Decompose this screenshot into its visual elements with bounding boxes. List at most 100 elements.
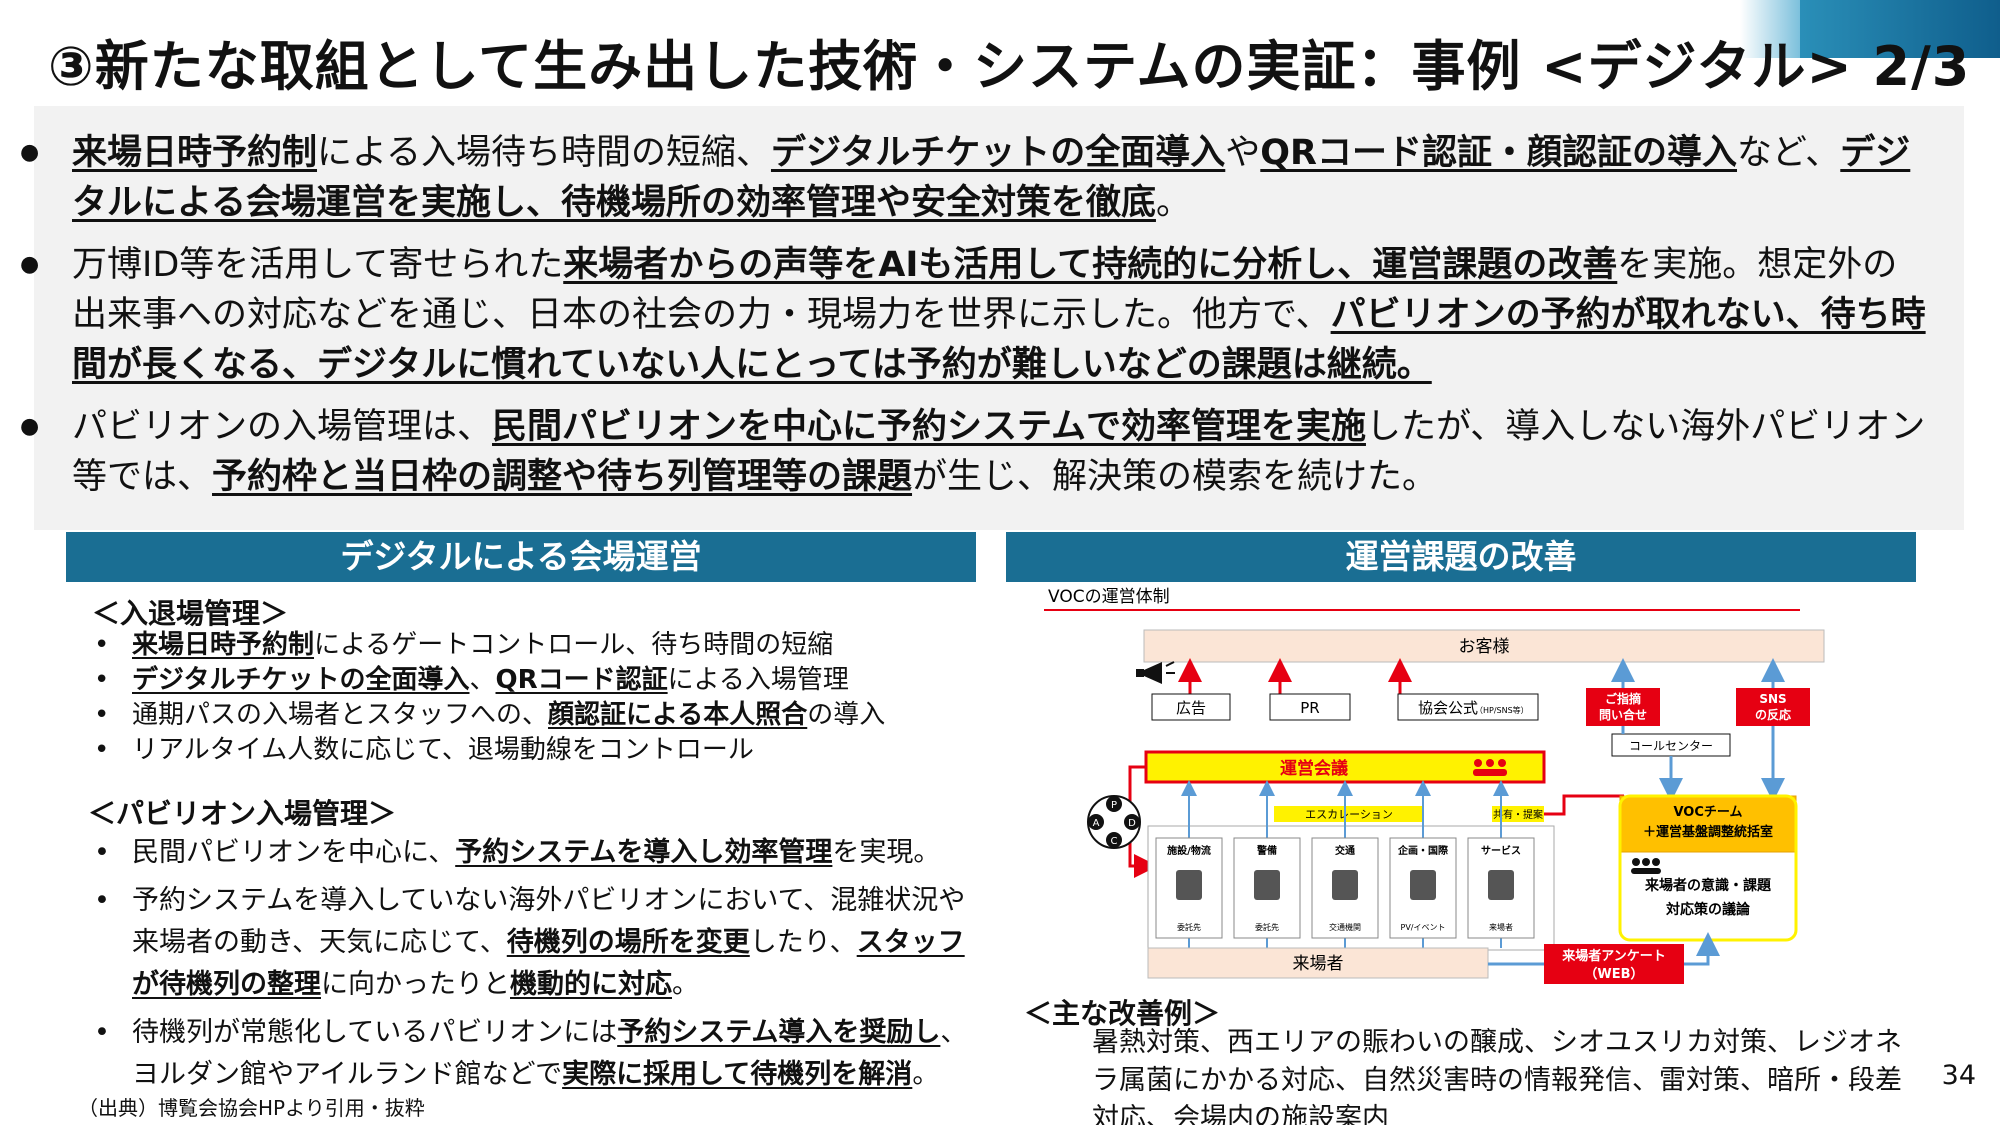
- improvement-examples-text: 暑熱対策、西エリアの賑わいの醸成、シオユスリカ対策、レジオネラ属菌にかかる対応、…: [1092, 1027, 1902, 1125]
- feedback-box: [1586, 688, 1660, 726]
- department-name: 企画・国際: [1397, 844, 1448, 857]
- svg-text:共有・提案: 共有・提案: [1493, 808, 1543, 821]
- body-text: 万博ID等を活用して寄せられた: [72, 245, 564, 285]
- list-item: 予約システムを導入していない海外パビリオンにおいて、混雑状況や来場者の動き、天気…: [80, 880, 980, 1006]
- voc-diagram: VOCの運営体制 お客様 広告 PR 協会公式 （HP/SNS等） ご指摘 問い…: [1044, 587, 1825, 984]
- ad-box: [1151, 693, 1231, 721]
- voc-task-label-2: 対応策の議論: [1665, 901, 1751, 918]
- department-icon: [1488, 870, 1514, 900]
- voc-team-box: [1619, 795, 1797, 853]
- emphasis-text: 予約枠と当日枠の調整や待ち列管理等の課題: [212, 457, 913, 497]
- svg-text:コールセンター: コールセンター: [1629, 739, 1713, 753]
- emphasis-text: 実際に採用して待機列を解消: [562, 1059, 913, 1090]
- department-icon: [1410, 870, 1436, 900]
- body-text: 。: [1155, 183, 1191, 223]
- page-number: 34: [1941, 1060, 1976, 1091]
- svg-text:広告: 広告: [1176, 699, 1206, 717]
- department-icon: [1332, 870, 1358, 900]
- list-item: 来場日時予約制によるゲートコントロール、待ち時間の短縮: [80, 628, 960, 663]
- emphasis-text: デジタルチケットの全面導入: [770, 133, 1226, 173]
- sns-box: [1736, 688, 1810, 726]
- voc-diagram-title: VOCの運営体制: [1048, 587, 1170, 607]
- voc-people-icon: [1631, 858, 1661, 874]
- emphasis-text: 機動的に対応: [510, 969, 672, 1000]
- emphasis-text: デジタルによる会場運営を実施し、待機場所の効率管理や安全対策を徹底: [72, 133, 1911, 223]
- pdca-cycle: P D C A: [1087, 795, 1141, 849]
- body-text: 。: [672, 969, 699, 1000]
- department-icon: [1254, 870, 1280, 900]
- body-text: による入場待ち時間の短縮、: [317, 133, 771, 173]
- department-name: 交通: [1335, 844, 1355, 857]
- feedback-label-1: ご指摘: [1605, 691, 1641, 706]
- department-icon: [1176, 870, 1202, 900]
- emphasis-text: デジタルチケットの全面導入: [132, 665, 470, 695]
- department-sub: PV/イベント: [1401, 923, 1446, 932]
- pdca-c: C: [1111, 836, 1118, 847]
- body-text: 待機列が常態化しているパビリオンには: [132, 1017, 618, 1048]
- list-item: リアルタイム人数に応じて、退場動線をコントロール: [80, 733, 960, 768]
- list-item: 待機列が常態化しているパビリオンには予約システム導入を奨励し、ヨルダン館やアイル…: [80, 1012, 980, 1096]
- section-header-digital-operation: デジタルによる会場運営: [66, 532, 976, 582]
- department-sub: 委託先: [1177, 922, 1201, 932]
- survey-label-2: （WEB）: [1584, 966, 1643, 982]
- svg-text:来場者: 来場者: [1293, 954, 1344, 974]
- department-name: サービス: [1481, 844, 1521, 857]
- emphasis-text: 予約システムを導入し効率管理: [455, 837, 833, 868]
- source-note: （出典）博覧会協会HPより引用・抜粋: [78, 1096, 425, 1120]
- department-name: 施設/物流: [1167, 844, 1211, 857]
- official-box: [1397, 693, 1539, 721]
- voc-team-label-1: VOCチーム: [1673, 805, 1742, 820]
- body-text: 民間パビリオンを中心に、: [132, 837, 456, 868]
- body-text: 、ヨルダン館やアイルランド館などで: [132, 1017, 968, 1090]
- summary-bullet-1: 来場日時予約制による入場待ち時間の短縮、デジタルチケットの全面導入やQRコード認…: [20, 128, 1932, 228]
- voc-team-label-2: ＋運営基盤調整統括室: [1643, 824, 1773, 840]
- entry-management-heading: ＜入退場管理＞: [92, 597, 289, 630]
- body-text: の導入: [807, 700, 886, 730]
- emphasis-text: パビリオンの予約が取れない、待ち時間が長くなる、デジタルに慣れていない人にとって…: [72, 295, 1926, 385]
- voc-task-label-1: 来場者の意識・課題: [1644, 877, 1772, 894]
- pdca-a: A: [1093, 818, 1100, 829]
- body-text: パビリオンの入場管理は、: [72, 407, 493, 447]
- body-text: を実現。: [832, 837, 941, 868]
- emphasis-text: 待機列の場所を変更: [506, 927, 750, 958]
- people-icon: [1473, 759, 1507, 776]
- body-text: を実施。想定外の出来事への対応などを通じ、日本の社会の力・現場力を世界に示した。…: [72, 245, 1898, 335]
- body-text: 予約システムを導入していない海外パビリオンにおいて、混雑状況や来場者の動き、天気…: [132, 885, 966, 958]
- body-text: したり、: [749, 927, 857, 958]
- emphasis-text: 来場日時予約制: [72, 133, 318, 173]
- body-text: 。: [912, 1059, 940, 1090]
- emphasis-text: 予約システム導入を奨励し: [617, 1017, 941, 1048]
- summary-bullet-3: パビリオンの入場管理は、民間パビリオンを中心に予約システムで効率管理を実施したが…: [20, 402, 1932, 502]
- emphasis-text: QRコード認証・顔認証の導入: [1260, 133, 1738, 173]
- department-sub: 交通機関: [1329, 922, 1361, 932]
- list-item: デジタルチケットの全面導入、QRコード認証による入場管理: [80, 663, 960, 698]
- emphasis-text: スタッフが待機列の整理: [132, 927, 965, 1000]
- escalation-label-bg: [1274, 806, 1424, 822]
- department-sub: 来場者: [1489, 922, 1513, 932]
- entry-management-list: 来場日時予約制によるゲートコントロール、待ち時間の短縮デジタルチケットの全面導入…: [80, 628, 960, 768]
- body-text: に向かったりと: [321, 969, 510, 1000]
- pr-box: [1269, 693, 1351, 721]
- megaphone-icon: [1136, 661, 1175, 684]
- body-text: リアルタイム人数に応じて、退場動線をコントロール: [132, 735, 754, 765]
- share-label-bg: [1492, 806, 1544, 822]
- sns-label-2: の反応: [1755, 707, 1791, 722]
- emphasis-text: 民間パビリオンを中心に予約システムで効率管理を実施: [492, 407, 1366, 447]
- survey-box: [1544, 944, 1684, 984]
- svg-text:（HP/SNS等）: （HP/SNS等）: [1475, 705, 1529, 715]
- body-text: や: [1225, 133, 1261, 173]
- emphasis-text: 顔認証による本人照合: [548, 700, 808, 730]
- pavilion-management-list: 民間パビリオンを中心に、予約システムを導入し効率管理を実現。予約システムを導入し…: [80, 832, 980, 1102]
- survey-label-1: 来場者アンケート: [1561, 948, 1665, 964]
- summary-bullet-2: 万博ID等を活用して寄せられた来場者からの声等をAIも活用して持続的に分析し、運…: [20, 240, 1932, 390]
- sns-label-1: SNS: [1759, 692, 1786, 706]
- emphasis-text: 来場者からの声等をAIも活用して持続的に分析し、運営課題の改善: [563, 245, 1618, 285]
- page-title: ③新たな取組として生み出した技術・システムの実証：事例 <デジタル> 2/3: [48, 35, 1971, 98]
- department-name: 警備: [1256, 844, 1277, 857]
- svg-text:PR: PR: [1300, 699, 1319, 717]
- feedback-label-2: 問い合せ: [1599, 707, 1647, 722]
- improvement-examples-heading: ＜主な改善例＞: [1024, 997, 1221, 1030]
- body-text: したが、導入しない海外パビリオン等では、: [72, 407, 1926, 497]
- emphasis-text: 来場日時予約制: [132, 630, 315, 660]
